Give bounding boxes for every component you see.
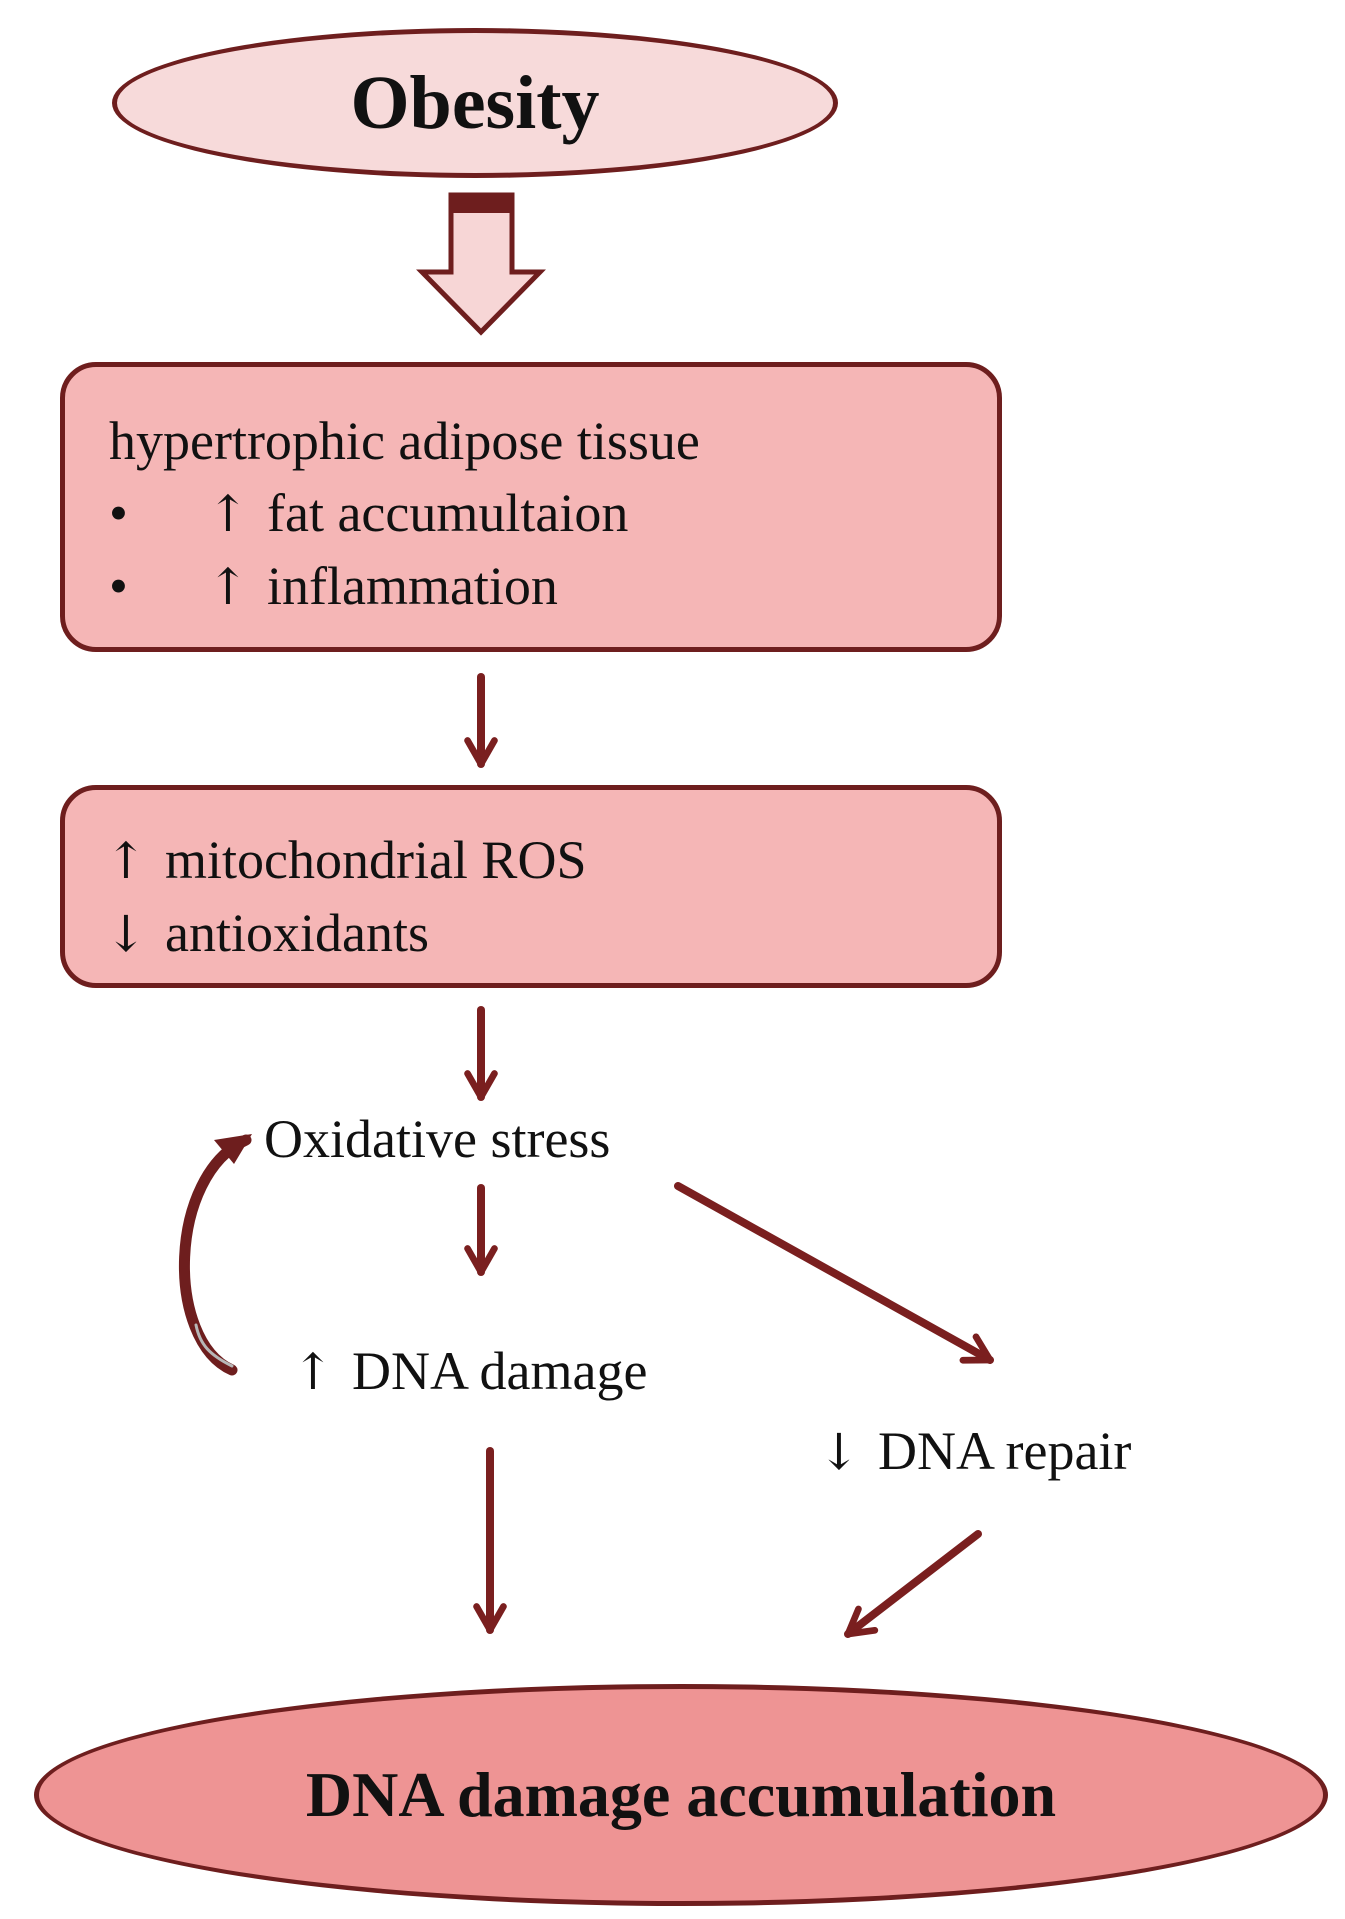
dna-damage-accumulation-node: DNA damage accumulation [34,1684,1328,1906]
ros-item-antioxidants: ↓ antioxidants [105,897,997,970]
down-arrow-icon: ↓ [818,1423,860,1481]
adipose-item-label: inflammation [267,556,558,616]
dna-damage-label: DNA damage [352,1341,648,1401]
obesity-label: Obesity [350,60,600,145]
bullet-icon: • [109,556,128,616]
up-arrow-icon: ↑ [292,1343,334,1401]
obesity-node: Obesity [112,28,838,178]
adipose-item-fat: • ↑ fat accumultaion [109,477,997,550]
edge-damage-to-oxidative-curved [179,1134,252,1376]
adipose-item-label: fat accumultaion [267,483,629,543]
adipose-title-line: hypertrophic adipose tissue [109,405,997,477]
oxidative-stress-node: Oxidative stress [264,1108,610,1170]
dna-repair-node: ↓ DNA repair [818,1420,1131,1482]
adipose-title: hypertrophic adipose tissue [109,411,700,471]
edge-obesity-to-adipose [416,192,546,336]
edge-repair-to-accumulation [844,1530,982,1638]
ros-item-mitochondrial: ↑ mitochondrial ROS [105,824,997,897]
ros-item-label: mitochondrial ROS [165,830,587,890]
adipose-item-inflammation: • ↑ inflammation [109,550,997,623]
bullet-icon: • [109,483,128,543]
dna-repair-label: DNA repair [878,1421,1132,1481]
ros-item-label: antioxidants [165,903,429,963]
dna-damage-node: ↑ DNA damage [292,1340,647,1402]
edge-oxidative-to-repair [674,1182,994,1364]
up-arrow-icon: ↑ [207,558,249,616]
ros-box: ↑ mitochondrial ROS ↓ antioxidants [60,785,1002,988]
up-arrow-icon: ↑ [207,485,249,543]
up-arrow-icon: ↑ [105,832,147,890]
accumulation-label: DNA damage accumulation [305,1759,1057,1830]
down-arrow-icon: ↓ [105,905,147,963]
adipose-tissue-box: hypertrophic adipose tissue • ↑ fat accu… [60,362,1002,652]
oxidative-stress-label: Oxidative stress [264,1109,611,1169]
